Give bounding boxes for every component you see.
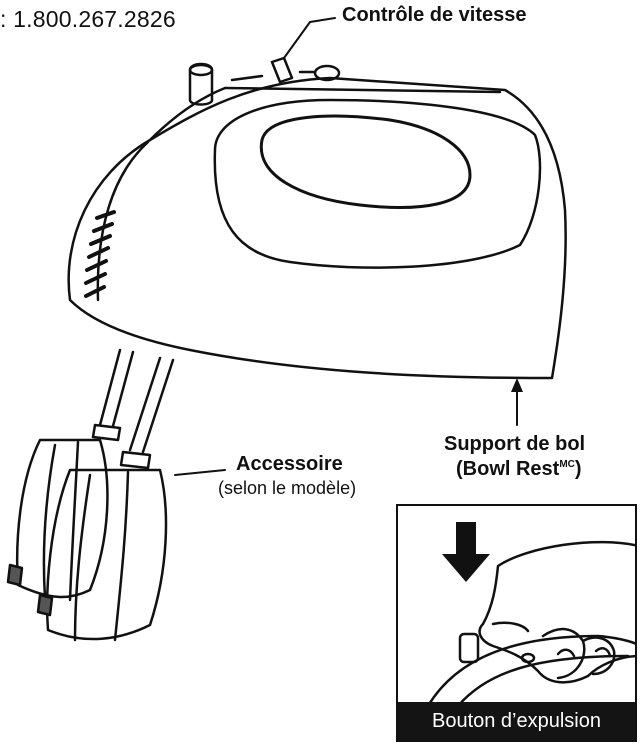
inset-hand: [478, 540, 635, 684]
down-arrow-icon: [442, 522, 490, 582]
eject-hand-drawing: [426, 522, 635, 708]
inset-mixer-top: [426, 634, 635, 708]
beater-shaft-right: [128, 356, 175, 454]
speed-control-leader: [283, 17, 336, 59]
mixer-front-panel: [96, 140, 150, 302]
bowl-rest-arrowhead: [511, 378, 523, 392]
attachment-note: (selon le modèle): [218, 478, 357, 498]
bowl-rest-label-line2: (Bowl RestMC): [456, 458, 582, 481]
speed-control-slider: [270, 56, 294, 84]
mixer-body: [67, 76, 567, 380]
eject-button-caption: Bouton d’expulsion: [398, 702, 635, 740]
attachment-leader: [174, 469, 226, 476]
beater-left: [6, 423, 122, 602]
inset-eject-knob: [458, 632, 480, 664]
eject-button-inset: Bouton d’expulsion: [396, 504, 637, 742]
mixer-handle-grip: [259, 114, 472, 209]
trademark-mark: MC: [559, 459, 575, 470]
speed-control-label: Contrôle de vitesse: [342, 4, 527, 26]
mixer-handle-outer: [213, 98, 542, 269]
vent-slots: [84, 210, 116, 298]
phone-number: : 1.800.267.2826: [0, 6, 176, 32]
bowl-rest-prefix: (Bowl Rest: [456, 458, 560, 480]
beater-shaft-left: [98, 348, 135, 428]
attachment-label: Accessoire: [236, 453, 343, 475]
mixer-top-ridge: [148, 86, 227, 142]
beater-right: [36, 450, 168, 642]
bowl-rest-suffix: ): [574, 458, 582, 480]
bowl-rest-label: Support de bol: [444, 433, 586, 455]
